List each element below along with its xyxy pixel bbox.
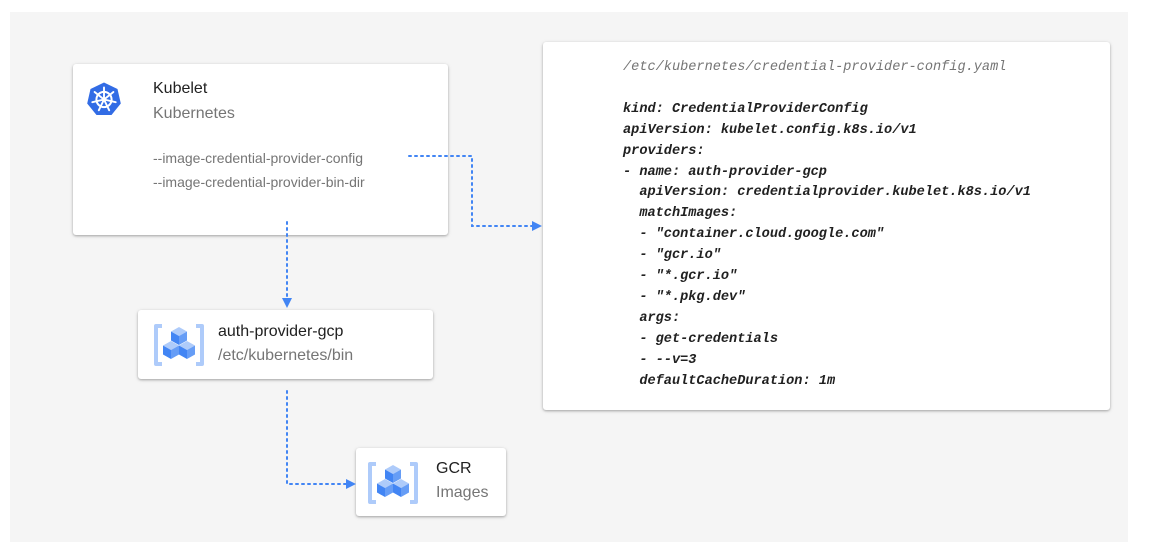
yaml-line: - --v=3	[623, 352, 697, 368]
gcr-subtitle: Images	[436, 484, 489, 501]
kubelet-subtitle: Kubernetes	[153, 105, 235, 122]
yaml-line: - get-credentials	[623, 331, 778, 347]
bin-dir-flag: --image-credential-provider-bin-dir	[153, 174, 365, 190]
gcr-title: GCR	[436, 460, 472, 477]
yaml-code-block: /etc/kubernetes/credential-provider-conf…	[623, 58, 1031, 393]
yaml-line: - "*.gcr.io"	[623, 269, 738, 285]
yaml-line: - "container.cloud.google.com"	[623, 227, 885, 243]
auth-provider-title: auth-provider-gcp	[218, 323, 344, 340]
yaml-line: apiVersion: kubelet.config.k8s.io/v1	[623, 122, 917, 138]
gcr-card: GCR Images	[356, 448, 506, 516]
arrowhead-gcr	[346, 479, 356, 489]
config-yaml-card: /etc/kubernetes/credential-provider-conf…	[543, 42, 1110, 410]
config-flag: --image-credential-provider-config	[153, 150, 364, 166]
yaml-line: defaultCacheDuration: 1m	[623, 373, 836, 389]
yaml-line: matchImages:	[623, 206, 738, 222]
yaml-line: providers:	[623, 143, 705, 159]
kubelet-card: Kubelet Kubernetes --image-credential-pr…	[73, 64, 448, 235]
yaml-line: args:	[623, 310, 681, 326]
config-file-path: /etc/kubernetes/credential-provider-conf…	[623, 60, 1007, 75]
gcp-product-icon	[368, 462, 418, 504]
auth-provider-subtitle: /etc/kubernetes/bin	[218, 347, 354, 364]
yaml-line: - "gcr.io"	[623, 248, 721, 264]
arrowhead-config	[532, 221, 542, 231]
kubelet-title: Kubelet	[153, 80, 208, 97]
yaml-line: kind: CredentialProviderConfig	[623, 101, 868, 117]
yaml-line: - name: auth-provider-gcp	[623, 164, 827, 180]
auth-provider-card: auth-provider-gcp /etc/kubernetes/bin	[138, 310, 433, 379]
arrowhead-auth-provider	[282, 298, 292, 308]
kubernetes-helm-icon	[87, 82, 121, 115]
yaml-line: - "*.pkg.dev"	[623, 289, 746, 305]
connector-auth-provider-to-gcr	[286, 390, 347, 485]
gcp-product-icon	[154, 324, 204, 366]
connector-kubelet-to-config	[408, 155, 533, 227]
yaml-line: apiVersion: credentialprovider.kubelet.k…	[623, 185, 1031, 201]
